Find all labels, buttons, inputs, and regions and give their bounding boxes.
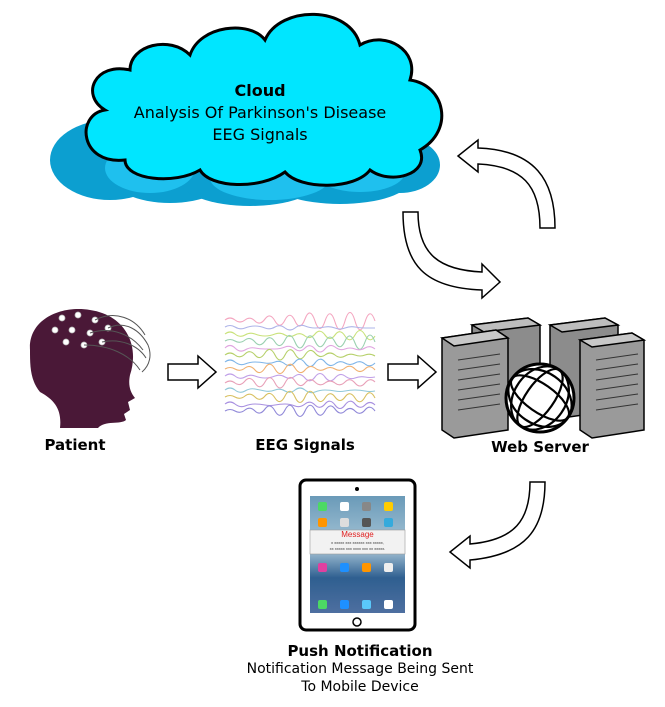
push-notification-label: Push Notification Notification Message B… xyxy=(210,642,510,696)
arrow-eeg-to-server xyxy=(387,354,438,390)
eeg-signals-label: EEG Signals xyxy=(255,436,355,454)
patient-label: Patient xyxy=(44,436,106,454)
arrow-patient-to-eeg xyxy=(167,354,218,390)
patient-head-icon xyxy=(29,309,151,428)
cloud-label: Cloud Analysis Of Parkinson's Disease EE… xyxy=(100,80,420,146)
arrow-server-to-tablet xyxy=(448,481,546,570)
cloud-line2: EEG Signals xyxy=(212,125,308,144)
web-server-icon xyxy=(439,317,647,439)
push-title: Push Notification xyxy=(287,642,433,660)
arrow-cloud-to-server xyxy=(402,211,502,300)
app-icons-grid xyxy=(318,502,393,609)
tablet-device xyxy=(298,478,417,632)
notification-body-line2: xx xxxxx xxx xxxx xxx xx xxxxx. xyxy=(329,546,386,551)
push-line1: Notification Message Being Sent xyxy=(246,661,474,677)
globe-icon xyxy=(504,362,576,434)
cloud-line1: Analysis Of Parkinson's Disease xyxy=(133,103,387,122)
notification-title: Message xyxy=(341,530,374,539)
push-line2: To Mobile Device xyxy=(301,679,419,695)
eeg-signals-graphic xyxy=(224,311,376,418)
web-server-label: Web Server xyxy=(491,438,589,456)
arrow-server-to-cloud xyxy=(456,138,556,229)
cloud-title: Cloud xyxy=(234,81,286,100)
notification-body-line1: x xxxxx xxx xxxxxx xxx xxxxx, xyxy=(331,540,384,545)
cloud-shape xyxy=(84,12,444,187)
